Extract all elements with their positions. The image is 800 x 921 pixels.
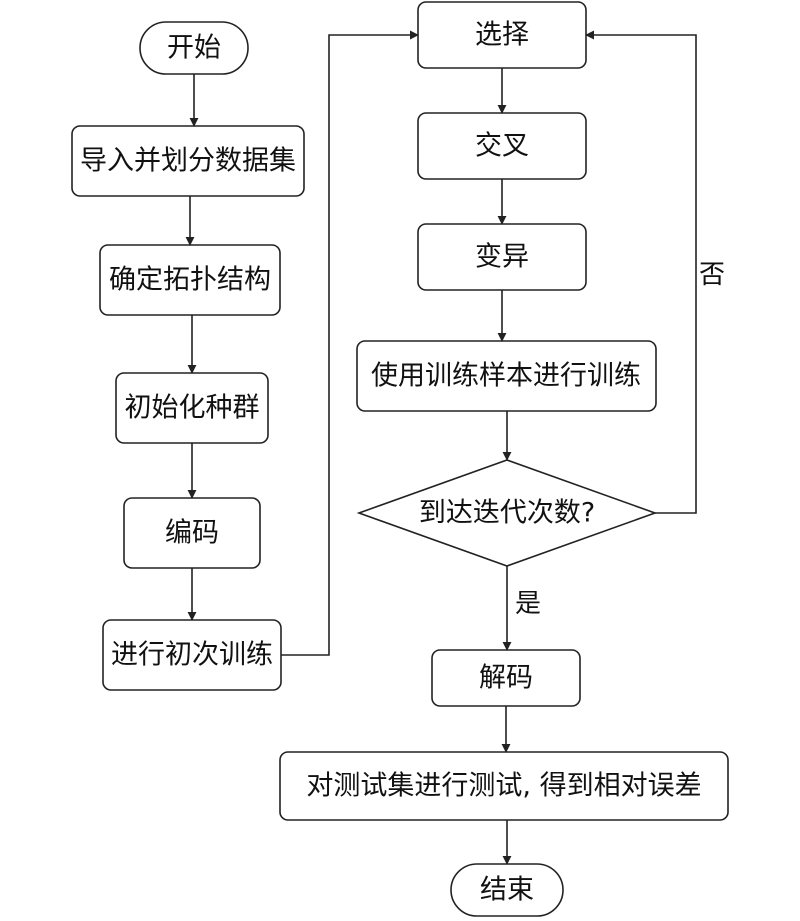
node-end: 结束 [450,863,564,917]
node-encode-label: 编码 [165,518,219,549]
node-start-label: 开始 [167,33,221,64]
arrow-check-no-to-selection [585,30,697,514]
node-topology: 确定拓扑结构 [99,244,281,316]
node-train-samples: 使用训练样本进行训练 [356,340,657,412]
node-init-population-label: 初始化种群 [125,393,260,424]
edge-label-yes: 是 [515,589,541,619]
node-topology-label: 确定拓扑结构 [109,265,271,296]
node-decode-label: 解码 [479,663,533,694]
node-import-split-label: 导入并划分数据集 [80,146,296,177]
node-mutation-label: 变异 [475,242,529,273]
node-train-samples-label: 使用训练样本进行训练 [371,361,641,392]
node-iteration-check-label: 到达迭代次数? [419,498,595,529]
edge-label-no: 否 [699,260,725,290]
node-selection: 选择 [417,1,587,69]
node-start: 开始 [139,21,249,75]
node-mutation: 变异 [417,223,587,291]
node-crossover: 交叉 [417,112,587,180]
arrow-initial-training-to-selection [281,30,419,656]
node-iteration-check: 到达迭代次数? [356,459,658,567]
node-initial-training: 进行初次训练 [102,619,282,691]
node-encode: 编码 [123,497,261,569]
node-end-label: 结束 [480,875,534,906]
node-import-split: 导入并划分数据集 [71,125,305,197]
node-crossover-label: 交叉 [475,131,529,162]
node-initial-training-label: 进行初次训练 [111,640,273,671]
node-test-label: 对测试集进行测试, 得到相对误差 [306,771,701,802]
node-decode: 解码 [431,649,581,707]
node-selection-label: 选择 [475,20,529,51]
node-test: 对测试集进行测试, 得到相对误差 [279,751,729,821]
node-init-population: 初始化种群 [115,372,269,444]
